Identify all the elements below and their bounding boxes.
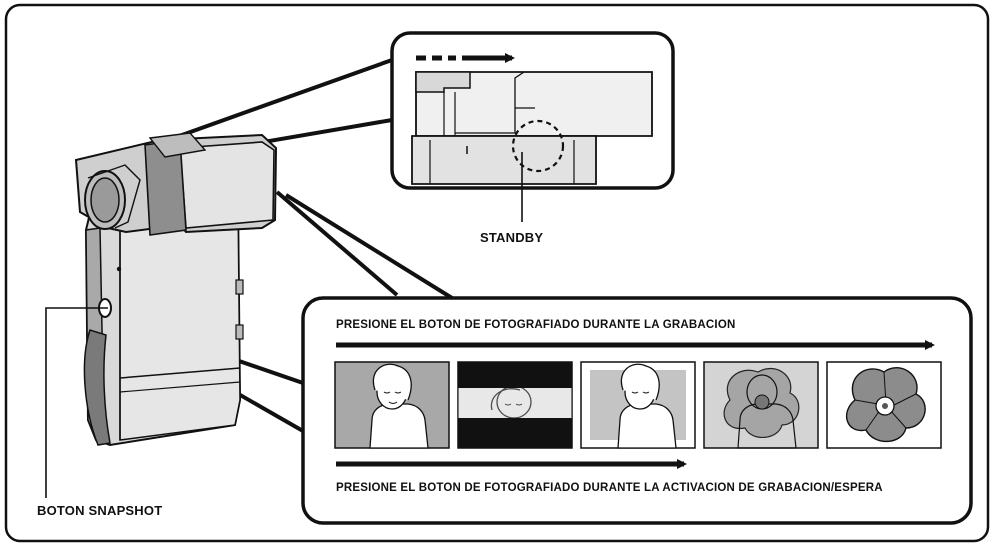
- flower-frame: [826, 361, 942, 449]
- cinema-band-frame: [457, 361, 573, 449]
- camcorder: [74, 132, 278, 447]
- standby-label: STANDBY: [480, 230, 544, 245]
- overlay-frame: [703, 361, 819, 449]
- during-recording-label: PRESIONE EL BOTON DE FOTOGRAFIADO DURANT…: [336, 319, 736, 331]
- framed-portrait-frame: [580, 361, 696, 449]
- portrait-frame: [334, 361, 450, 449]
- snapshot-button-label: BOTON SNAPSHOT: [37, 503, 163, 518]
- during-standby-label: PRESIONE EL BOTON DE FOTOGRAFIADO DURANT…: [336, 482, 883, 494]
- standby-callout: [390, 31, 675, 190]
- snapshot-pointer-line: [45, 307, 108, 498]
